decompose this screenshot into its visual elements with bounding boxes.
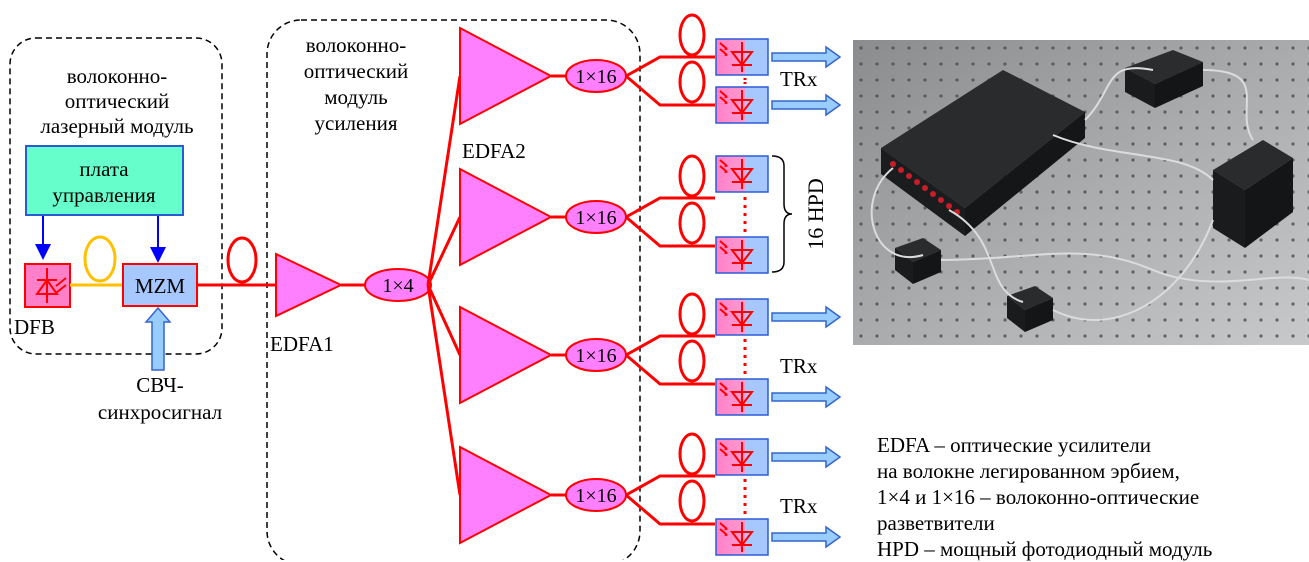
amplifier-module-title-line-2: оптический — [304, 59, 409, 83]
hpd-photodiode-icon — [715, 378, 769, 416]
output-arrow-icon — [771, 525, 842, 549]
amplifier-branch-2: 1×16 — [459, 167, 627, 267]
fiber-loop-icon — [678, 479, 706, 523]
fiber-cables — [870, 67, 1309, 321]
hpd-group-label: 16 HPD — [803, 178, 828, 250]
amplifier-branch-1: 1×16 — [459, 26, 627, 126]
trx-label: TRx — [780, 354, 818, 378]
hpd-outputs — [625, 13, 769, 556]
control-board-label-line-1: плата — [79, 157, 129, 181]
output-arrow-icon — [771, 93, 842, 117]
legend-line-1: EDFA – оптические усилители — [877, 433, 1152, 457]
output-arrow-icon — [771, 385, 842, 409]
hpd-photodiode-icon — [715, 236, 769, 274]
edfa-amplifier-icon — [459, 445, 554, 545]
edfa-amplifier-icon — [459, 167, 554, 267]
splitter-1x4 — [364, 268, 432, 302]
amplifier-module-title-line-4: усиления — [315, 111, 398, 135]
fiber-loop-icon — [678, 154, 706, 198]
splitter-1x16-label: 1×16 — [575, 485, 616, 507]
trx-label: TRx — [780, 494, 818, 518]
legend: EDFA – оптические усилители на волокне л… — [877, 432, 1307, 562]
output-arrow-icon — [771, 305, 842, 329]
amplifier-unit — [881, 70, 1085, 236]
hpd-unit — [895, 238, 941, 262]
edfa2-amplifier-icon — [459, 26, 554, 126]
hpd-photodiode-icon — [715, 86, 769, 124]
fiber-loop-icon — [678, 60, 706, 104]
legend-line-5: HPD – мощный фотодиодный модуль — [877, 537, 1213, 561]
splitter-1x4-label: 1×4 — [382, 275, 413, 297]
amplifier-module-title-line-1: волоконно- — [306, 33, 407, 57]
rf-sync-label-line-2: синхросигнал — [98, 400, 222, 424]
hpd-group-brace — [771, 155, 793, 273]
control-board-label-line-2: управления — [52, 183, 155, 207]
amplifier-module-boundary — [266, 19, 641, 560]
fiber-loop-icon — [678, 201, 706, 245]
hpd-photodiode-icon — [715, 298, 769, 336]
amplifier-branch-4: 1×16 — [459, 445, 627, 545]
hpd-unit — [1213, 140, 1293, 190]
legend-line-2: на волокне легированном эрбием, — [877, 459, 1180, 483]
output-arrow-icon — [771, 445, 842, 469]
dfb-laser-icon — [24, 263, 71, 308]
amplifier-module-title-line-3: модуль — [324, 85, 388, 109]
edfa2-label: EDFA2 — [462, 139, 526, 163]
output-arrows — [771, 45, 842, 549]
hpd-unit — [1007, 286, 1053, 310]
legend-line-3: 1×4 и 1×16 – волоконно-оптические — [877, 485, 1200, 509]
trx-label: TRx — [780, 67, 818, 91]
hpd-photodiode-icon — [715, 155, 769, 193]
splitter-1x16-label: 1×16 — [575, 207, 616, 229]
splitter-1x4-outputs — [426, 75, 462, 496]
hpd-photodiode-icon — [715, 518, 769, 556]
laser-module-title-line-2: оптический — [65, 89, 170, 113]
laser-unit — [1125, 50, 1203, 84]
hardware-photo — [853, 40, 1309, 345]
hpd-photodiode-icon — [715, 438, 769, 476]
fiber-loop-icon — [678, 13, 706, 57]
hpd-photodiode-icon — [715, 38, 769, 76]
edfa1-label: EDFA1 — [270, 332, 334, 356]
laser-module-boundary — [9, 37, 223, 355]
fiber-loop-icon — [678, 432, 706, 476]
legend-line-4: разветвители — [877, 511, 995, 535]
splitter-1x16-label: 1×16 — [575, 66, 616, 88]
rf-sync-label-line-1: СВЧ- — [136, 373, 184, 397]
yellow-fiber-loop-icon — [83, 235, 117, 283]
edfa-amplifier-icon — [459, 305, 554, 405]
output-arrow-icon — [771, 45, 842, 69]
splitter-1x16-label: 1×16 — [575, 345, 616, 367]
edfa1-amplifier-icon — [275, 252, 344, 318]
laser-module-title-line-3: лазерный модуль — [40, 114, 193, 138]
fiber-loop-icon — [678, 339, 706, 383]
dfb-label: DFB — [14, 315, 55, 339]
amplifier-branch-3: 1×16 — [459, 305, 627, 405]
mzm-label: MZM — [135, 274, 186, 298]
fiber-loop-icon — [226, 236, 258, 284]
control-board — [25, 145, 184, 216]
laser-module-title-line-1: волоконно- — [67, 64, 168, 88]
rf-sync-arrow-icon — [144, 306, 172, 371]
fiber-loop-icon — [678, 292, 706, 336]
